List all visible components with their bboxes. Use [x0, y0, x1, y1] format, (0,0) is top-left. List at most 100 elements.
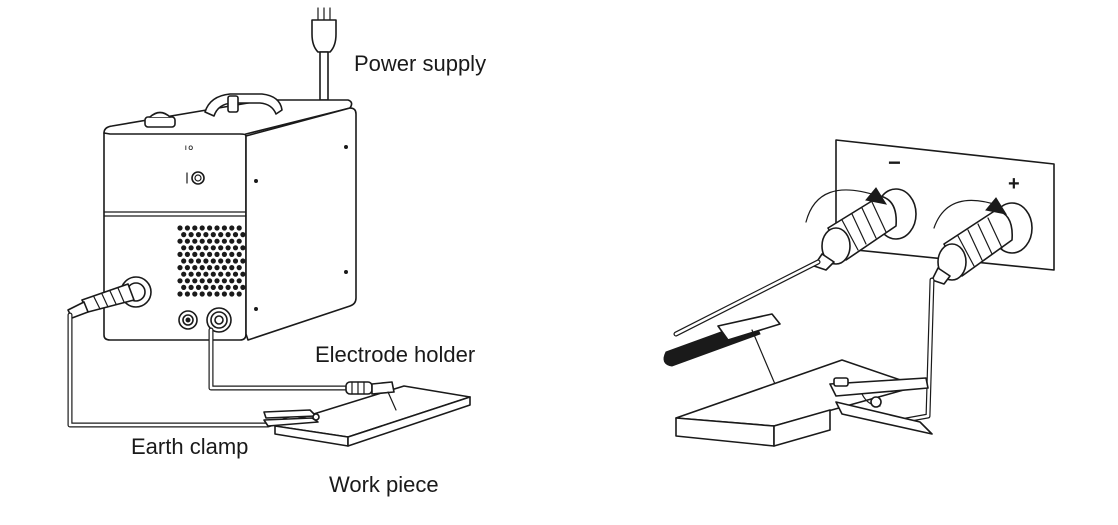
vent-hole — [203, 232, 209, 238]
vent-hole — [181, 232, 187, 238]
negative-connector — [805, 187, 917, 271]
vent-hole — [192, 225, 198, 231]
vent-grille — [177, 225, 246, 297]
electrode-holder-label: Electrode holder — [315, 342, 476, 367]
vent-hole — [199, 265, 205, 271]
vent-hole — [188, 284, 194, 290]
vent-hole — [236, 265, 242, 271]
vent-hole — [221, 238, 227, 244]
electrode-holder-right — [663, 313, 787, 411]
vent-hole — [221, 291, 227, 297]
welder-side — [245, 107, 357, 341]
vent-hole — [240, 284, 246, 290]
welder-machine: I O — [67, 7, 357, 341]
vent-hole — [214, 265, 220, 271]
vent-hole — [203, 271, 209, 277]
vent-hole — [181, 245, 187, 251]
vent-hole — [214, 238, 220, 244]
vent-hole — [177, 225, 183, 231]
vent-hole — [177, 291, 183, 297]
vent-hole — [221, 265, 227, 271]
vent-hole — [229, 291, 235, 297]
vent-hole — [236, 278, 242, 284]
vent-hole — [184, 251, 190, 257]
vent-hole — [232, 284, 239, 290]
vent-hole — [232, 232, 239, 238]
electrode-cable — [208, 327, 349, 391]
vent-hole — [192, 251, 198, 257]
vent-hole — [218, 271, 224, 277]
vent-hole — [236, 225, 242, 231]
vent-hole — [188, 245, 194, 251]
vent-hole — [184, 238, 190, 244]
earth-clamp-right — [829, 377, 933, 435]
vent-hole — [240, 245, 246, 251]
side-connector — [67, 276, 152, 319]
vent-hole — [229, 265, 235, 271]
vent-hole — [207, 265, 213, 271]
vent-hole — [240, 271, 246, 277]
vent-hole — [229, 278, 235, 284]
vent-hole — [184, 265, 190, 271]
vent-hole — [214, 225, 220, 231]
vent-hole — [214, 291, 220, 297]
vent-hole — [221, 225, 227, 231]
earth-clamp-label: Earth clamp — [131, 434, 249, 459]
vent-hole — [195, 232, 202, 238]
vent-hole — [210, 284, 216, 290]
vent-hole — [177, 265, 183, 271]
vent-hole — [177, 251, 183, 257]
vent-hole — [225, 232, 231, 238]
vent-hole — [199, 225, 205, 231]
vent-hole — [232, 271, 239, 277]
plus-terminal-label: + — [1008, 173, 1020, 195]
vent-hole — [195, 284, 202, 290]
vent-hole — [199, 278, 205, 284]
vent-hole — [192, 278, 198, 284]
vent-hole — [177, 278, 183, 284]
vent-hole — [181, 284, 187, 290]
vent-hole — [236, 251, 242, 257]
vent-hole — [218, 258, 224, 264]
vent-hole — [199, 238, 205, 244]
vent-hole — [221, 278, 227, 284]
vent-hole — [195, 245, 202, 251]
front-socket-left — [178, 310, 198, 330]
vent-hole — [184, 291, 190, 297]
vent-hole — [195, 258, 202, 264]
vent-hole — [203, 258, 209, 264]
vent-hole — [192, 291, 198, 297]
vent-hole — [181, 258, 187, 264]
electrode-holder-left — [345, 381, 397, 411]
work-piece-right — [675, 359, 919, 447]
vent-hole — [225, 284, 231, 290]
vent-hole — [177, 238, 183, 244]
vent-hole — [181, 271, 187, 277]
vent-hole — [229, 225, 235, 231]
vent-hole — [236, 291, 242, 297]
vent-hole — [225, 271, 231, 277]
vent-hole — [214, 278, 220, 284]
vent-hole — [210, 245, 216, 251]
positive-connector — [931, 197, 1033, 285]
vent-hole — [207, 251, 213, 257]
vent-hole — [236, 238, 242, 244]
vent-hole — [225, 245, 231, 251]
vent-hole — [229, 238, 235, 244]
vent-hole — [221, 251, 227, 257]
vent-hole — [207, 225, 213, 231]
vent-hole — [203, 284, 209, 290]
power-supply-label: Power supply — [354, 51, 487, 76]
vent-hole — [192, 238, 198, 244]
vent-hole — [207, 278, 213, 284]
minus-terminal-label: − — [888, 150, 901, 175]
vent-hole — [210, 258, 216, 264]
vent-hole — [188, 258, 194, 264]
work-piece-label: Work piece — [329, 472, 439, 497]
vent-hole — [199, 291, 205, 297]
vent-hole — [218, 284, 224, 290]
vent-hole — [195, 271, 202, 277]
vent-hole — [207, 291, 213, 297]
